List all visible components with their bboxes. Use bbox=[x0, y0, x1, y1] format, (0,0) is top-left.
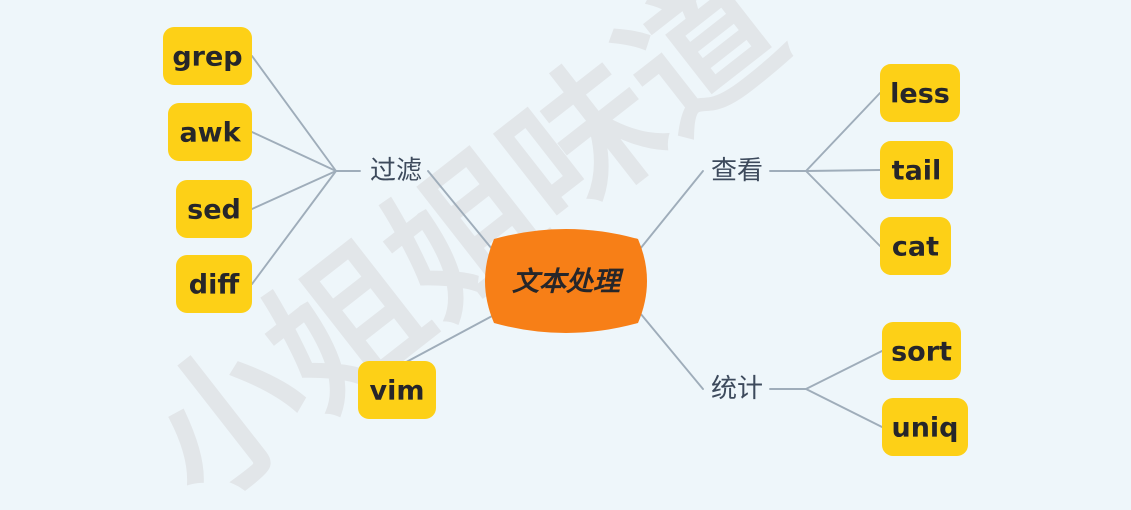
center-node-group[interactable]: 文本处理 bbox=[485, 229, 647, 333]
leaf-diff-box[interactable] bbox=[176, 255, 252, 313]
edge-center-to-vim bbox=[396, 314, 495, 368]
leaf-vim-label: vim bbox=[370, 376, 425, 407]
leaf-grep-box[interactable] bbox=[163, 27, 252, 85]
edge-filter-leaf-1 bbox=[251, 131, 337, 172]
leaf-nodes-layer: grep awk sed diff less tail cat sort uniq vim bbox=[163, 27, 968, 456]
leaf-uniq-box[interactable] bbox=[882, 398, 968, 456]
leaf-vim-box[interactable] bbox=[358, 361, 436, 419]
branch-label-view[interactable]: 查看 bbox=[711, 156, 763, 186]
branch-label-filter[interactable]: 过滤 bbox=[370, 156, 422, 186]
edge-stats-leaf-1 bbox=[805, 388, 883, 428]
leaf-sed-label: sed bbox=[187, 195, 241, 226]
center-node-shape[interactable] bbox=[485, 229, 647, 333]
leaf-less-label: less bbox=[890, 79, 950, 110]
edge-center-to-filter bbox=[427, 170, 493, 250]
center-node-label: 文本处理 bbox=[512, 267, 624, 298]
leaf-sort-label: sort bbox=[891, 337, 952, 368]
leaf-cat-box[interactable] bbox=[880, 217, 951, 275]
edge-center-to-stats bbox=[639, 312, 704, 390]
leaf-awk-label: awk bbox=[179, 118, 241, 149]
edge-view-leaf-2 bbox=[805, 170, 881, 247]
edge-center-to-view bbox=[639, 170, 704, 250]
edge-stats-leaf-0 bbox=[805, 350, 883, 390]
leaf-tail-box[interactable] bbox=[880, 141, 953, 199]
leaf-sed-box[interactable] bbox=[176, 180, 252, 238]
branch-label-stats[interactable]: 统计 bbox=[711, 374, 763, 404]
leaf-cat-label: cat bbox=[892, 232, 939, 263]
leaf-diff-label: diff bbox=[189, 270, 241, 301]
leaf-sort-box[interactable] bbox=[882, 322, 961, 380]
edge-view-leaf-1 bbox=[805, 169, 881, 172]
leaf-less-box[interactable] bbox=[880, 64, 960, 122]
edge-filter-leaf-3 bbox=[251, 170, 337, 285]
edge-filter-leaf-2 bbox=[251, 170, 337, 210]
edges-layer bbox=[251, 55, 883, 428]
leaf-uniq-label: uniq bbox=[891, 413, 958, 444]
edge-view-leaf-0 bbox=[805, 92, 881, 172]
edge-filter-leaf-0 bbox=[251, 55, 337, 172]
leaf-awk-box[interactable] bbox=[168, 103, 252, 161]
leaf-grep-label: grep bbox=[172, 42, 242, 73]
leaf-tail-label: tail bbox=[892, 156, 942, 187]
